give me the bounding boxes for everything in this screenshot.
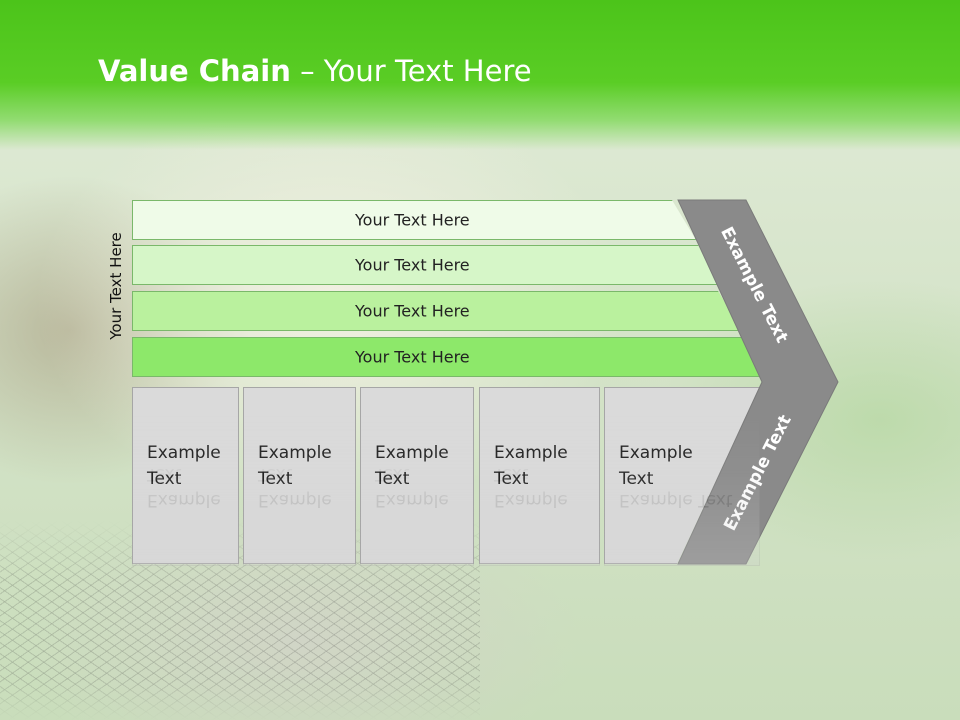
support-band-label: Your Text Here: [355, 347, 470, 367]
slide-title: Value Chain – Your Text Here: [98, 54, 532, 88]
primary-activity-label: Example Text: [619, 443, 693, 489]
support-band-label: Your Text Here: [355, 301, 470, 321]
primary-activity-2: Example Text: [243, 387, 356, 564]
primary-activity-3: Example Text: [360, 387, 474, 564]
primary-activity-label: Example Text: [258, 443, 332, 489]
primary-activity-label: Example Text: [147, 443, 221, 489]
support-band-3: Your Text Here: [132, 291, 742, 331]
support-band-1: Your Text Here: [132, 200, 696, 240]
chevron-shape: [677, 199, 839, 565]
primary-activity-4: Example Text: [479, 387, 600, 564]
support-band-label: Your Text Here: [355, 255, 470, 275]
primary-activity-label: Example Text: [494, 443, 568, 489]
title-bold: Value Chain: [98, 54, 291, 88]
title-bar: [0, 0, 960, 150]
primary-activity-label: Example Text: [375, 443, 449, 489]
support-band-2: Your Text Here: [132, 245, 722, 285]
support-band-4: Your Text Here: [132, 337, 766, 377]
title-rest: – Your Text Here: [290, 54, 532, 88]
support-band-label: Your Text Here: [355, 210, 470, 230]
primary-activity-1: Example Text: [132, 387, 239, 564]
